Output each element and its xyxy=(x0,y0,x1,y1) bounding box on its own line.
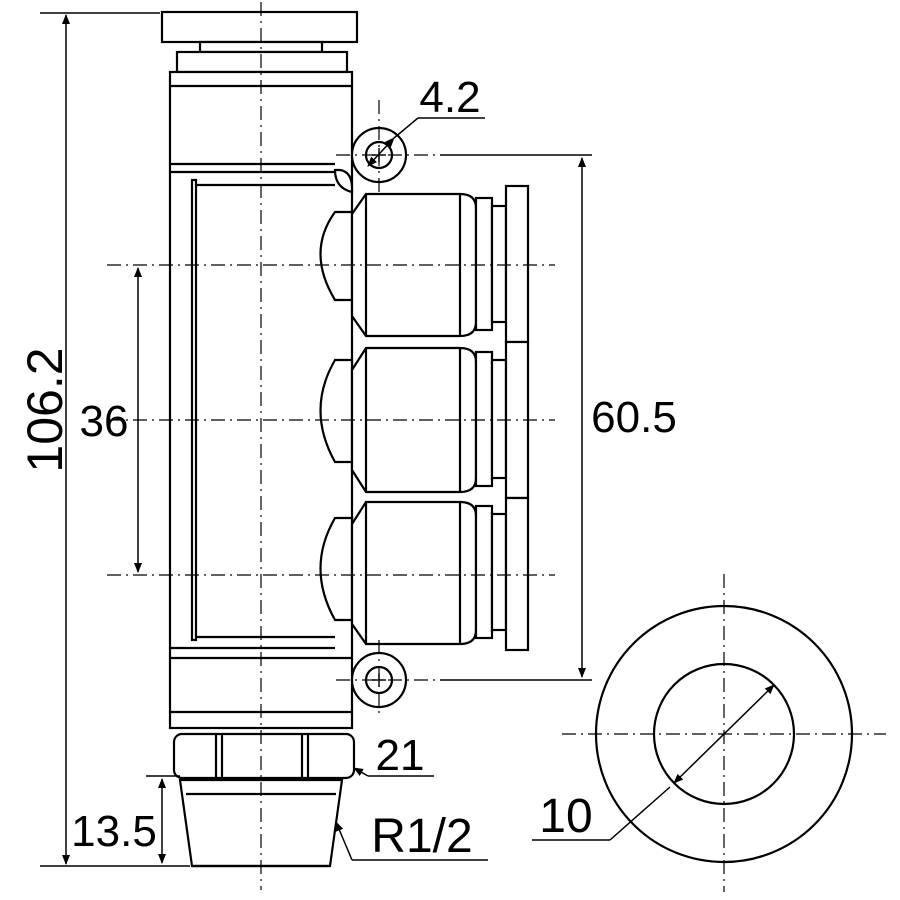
dim-hex-size xyxy=(353,767,434,777)
label-thread: R1/2 xyxy=(371,810,472,863)
taper-thread xyxy=(178,778,344,868)
branch-fitting-bottom xyxy=(350,496,530,652)
dim-tube-od xyxy=(532,684,775,841)
branch-bulges xyxy=(319,168,354,622)
label-tube-od: 10 xyxy=(539,790,592,843)
label-branch-pitch: 36 xyxy=(80,397,129,446)
branch-fitting-top xyxy=(350,184,530,344)
label-outer-port-span: 60.5 xyxy=(591,393,677,442)
dim-thread-length xyxy=(146,775,180,864)
dim-outer-port-span xyxy=(440,154,592,681)
label-hex-size: 21 xyxy=(376,731,425,780)
label-thread-length: 13.5 xyxy=(71,807,157,856)
label-mount-hole: 4.2 xyxy=(419,73,480,122)
manifold-body xyxy=(160,10,359,730)
dim-mount-hole xyxy=(367,117,485,167)
hex-nut xyxy=(172,732,356,780)
dim-overall-length xyxy=(40,12,190,867)
dim-thread xyxy=(335,821,488,861)
label-overall-length: 106.2 xyxy=(17,347,73,472)
